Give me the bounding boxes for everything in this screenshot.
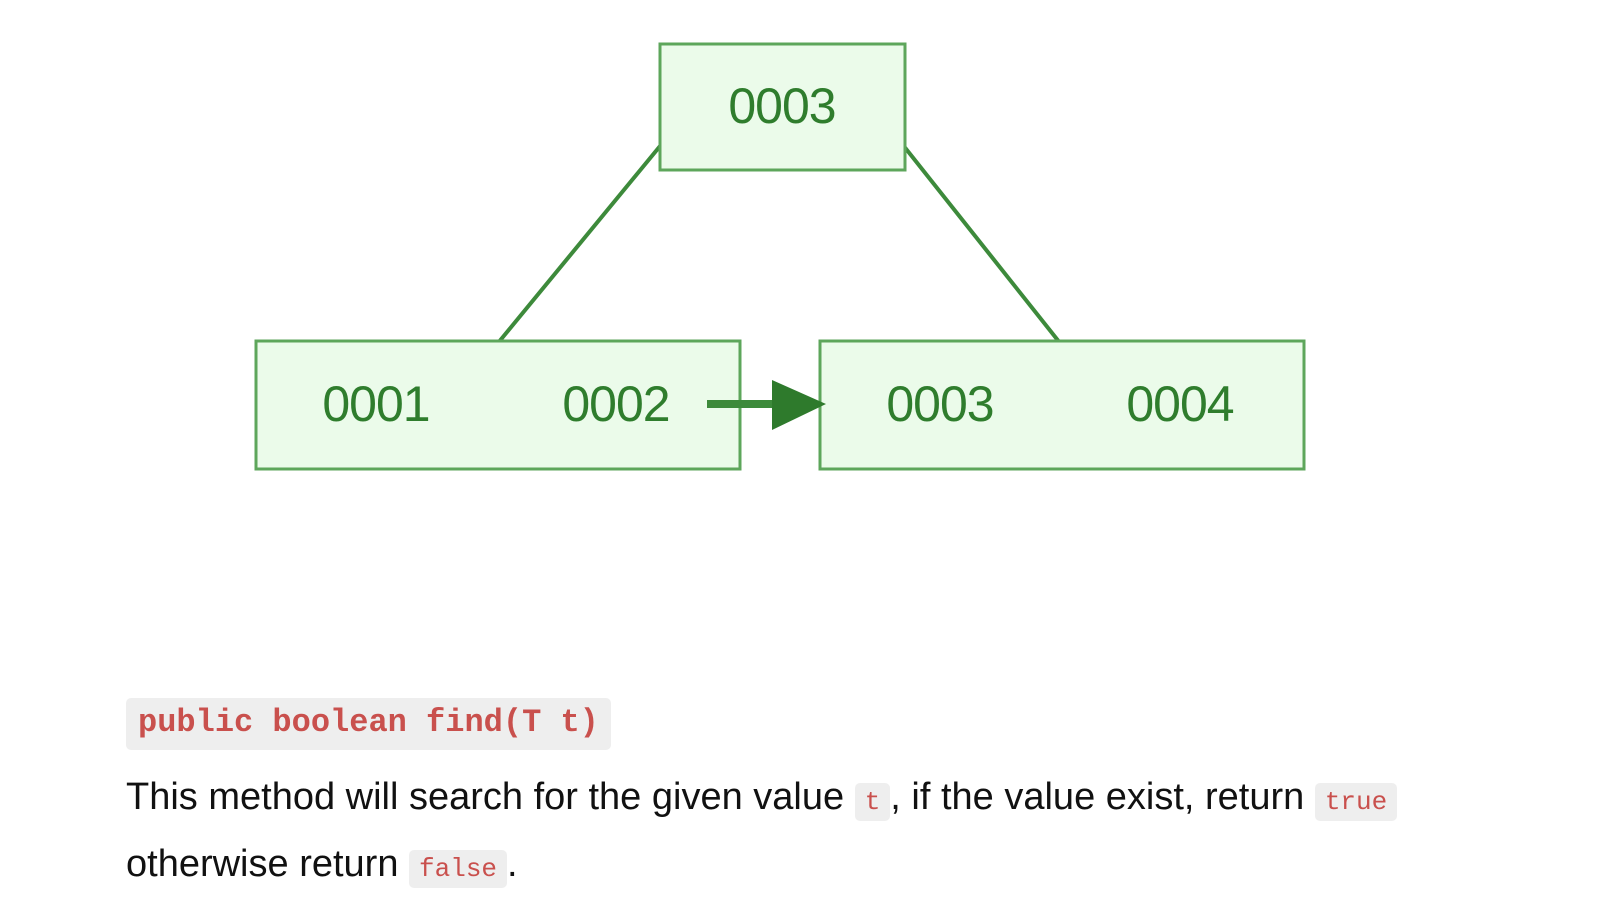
method-signature: public boolean find(T t) (126, 698, 611, 750)
description-text-1: This method will search for the given va… (126, 776, 855, 818)
leaf-node-left: 0001 0002 (254, 339, 742, 471)
description-text-3: otherwise return (126, 843, 410, 885)
b-plus-tree-diagram: 0003 0001 0002 0003 0004 (254, 42, 1306, 471)
sibling-pointer-arrow (707, 380, 826, 430)
leaf-left-key-1: 0002 (562, 376, 669, 432)
description-text-2: , if the value exist, return (890, 776, 1315, 818)
leaf-node-right: 0003 0004 (818, 339, 1306, 471)
inline-code-true: true (1314, 783, 1398, 821)
root-node: 0003 (658, 42, 907, 172)
leaf-right-key-0: 0003 (886, 376, 993, 432)
leaf-left-key-0: 0001 (322, 376, 429, 432)
inline-code-t: t (854, 783, 891, 821)
method-description: This method will search for the given va… (126, 766, 1546, 900)
leaf-right-key-1: 0004 (1126, 376, 1233, 432)
description-text-4: . (507, 843, 518, 885)
root-key-0: 0003 (728, 78, 835, 134)
inline-code-false: false (409, 850, 508, 888)
